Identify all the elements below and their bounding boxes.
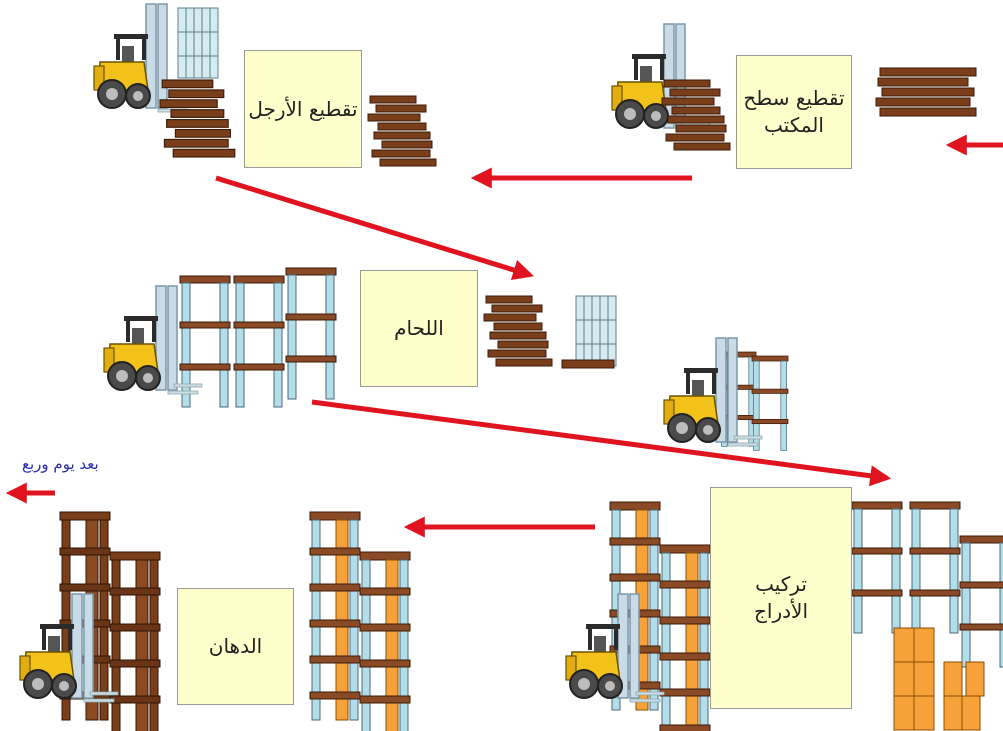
station-desk-top-cutting: تقطيع سطح المكتب [736,55,852,169]
station-welding: اللحام [360,270,478,387]
drawer-box-icon [893,627,985,731]
plank-stack-icon [483,295,553,367]
plank-stack-icon [367,95,437,167]
station-drawer-assembly: تركيب الأدراج [710,487,852,709]
station-leg-cutting: تقطيع الأرجل [244,50,362,168]
station-label: تقطيع سطح المكتب [743,86,845,137]
exit-caption: بعد يوم وربع [22,455,99,473]
shelf-frame-icon [179,267,337,408]
station-label: اللحام [394,316,444,340]
station-label: تقطيع الأرجل [248,96,358,121]
flow-arrow-icon [215,175,535,281]
drawer-frame-icon [309,511,411,731]
plank-stack-icon [875,67,977,117]
top-left-post-bundle [177,7,219,79]
post-bundle-icon [561,295,617,369]
station-label: الدهان [208,634,263,658]
flow-arrow-icon [311,399,892,487]
station-painting: الدهان [177,588,294,705]
station-label: تركيب الأدراج [754,572,808,623]
plank-stack-icon [159,79,236,158]
